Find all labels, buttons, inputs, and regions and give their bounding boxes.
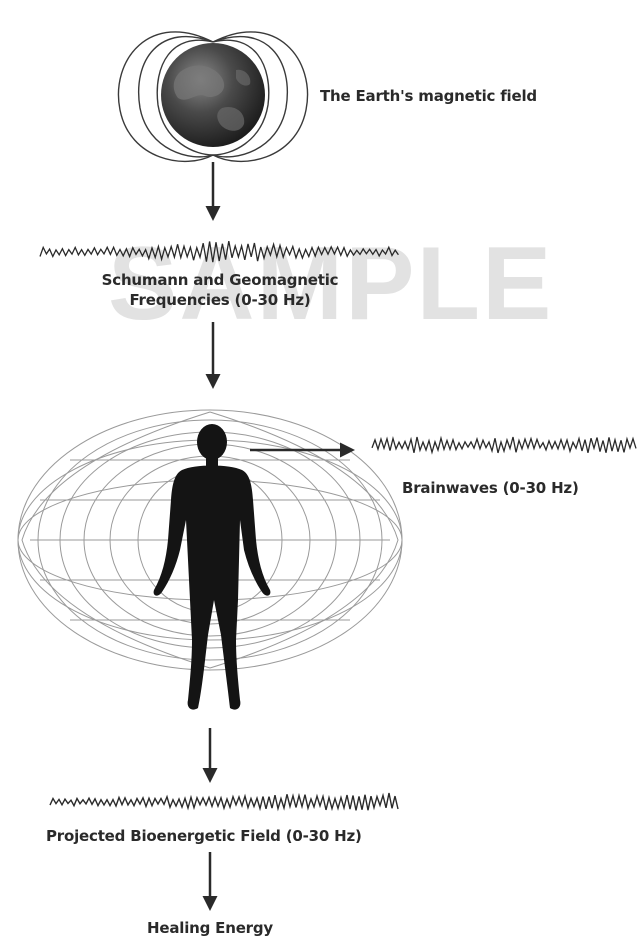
earth-globe-icon [161, 43, 265, 147]
schumann-wave [40, 241, 398, 262]
brainwaves-wave [372, 437, 636, 453]
projected-field-label: Projected Bioenergetic Field (0-30 Hz) [46, 826, 362, 846]
schumann-label-line2: Frequencies (0-30 Hz) [60, 290, 380, 310]
earth-field-label: The Earth's magnetic field [320, 86, 537, 106]
brainwaves-label: Brainwaves (0-30 Hz) [402, 478, 579, 498]
schumann-label-line1: Schumann and Geomagnetic [60, 270, 380, 290]
projected-field-wave [50, 793, 398, 810]
healing-energy-label: Healing Energy [147, 918, 273, 938]
schumann-label: Schumann and Geomagnetic Frequencies (0-… [60, 270, 380, 310]
